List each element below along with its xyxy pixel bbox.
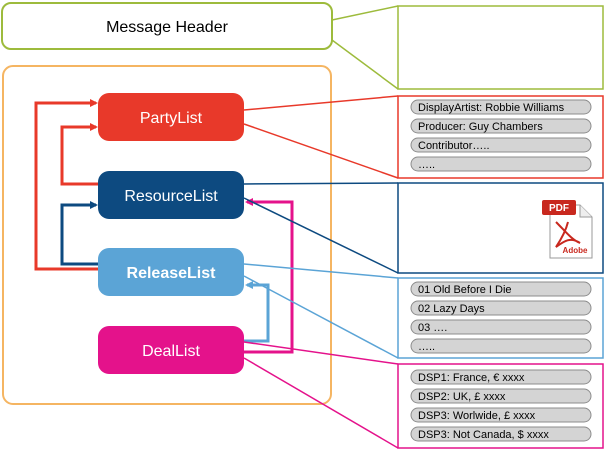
release-list-box (98, 248, 244, 296)
deal-list-label: DealList (142, 343, 200, 360)
deal-item-pill (410, 388, 592, 404)
deal-item: DSP2: UK, £ xxxx (418, 391, 506, 403)
release-item-pill (410, 338, 592, 354)
release-connector (243, 263, 399, 279)
deal-to-resource-arrow (243, 198, 294, 354)
release-item: 01 Old Before I Die (418, 284, 512, 296)
deal-item-pill (410, 426, 592, 442)
party-connector (243, 95, 399, 111)
deal-to-release-arrow (243, 281, 270, 343)
party-list-label: PartyList (140, 110, 203, 127)
party-connector-2 (243, 123, 399, 179)
party-item-pill (410, 99, 592, 115)
resource-to-party-arrow (60, 123, 98, 186)
release-item: ….. (418, 341, 435, 353)
release-list-label: ReleaseList (127, 265, 217, 282)
deal-item: DSP3: Worlwide, £ xxxx (418, 410, 536, 422)
party-item-pill (410, 137, 592, 153)
resource-connector-2 (243, 197, 399, 274)
deal-items-group: DSP1: France, € xxxx DSP2: UK, £ xxxx DS… (410, 369, 592, 442)
deal-item: DSP1: France, € xxxx (418, 372, 525, 384)
release-item: 03 …. (418, 322, 447, 334)
party-item: Producer: Guy Chambers (418, 121, 543, 133)
party-list-box (98, 93, 244, 141)
release-items-group: 01 Old Before I Die 02 Lazy Days 03 …. …… (410, 281, 592, 354)
deal-connector (243, 341, 399, 365)
message-header-box (1, 2, 333, 50)
release-to-resource-arrow (60, 201, 98, 266)
party-item: ….. (418, 159, 435, 171)
pdf-document-icon: PDF Adobe (542, 200, 593, 259)
release-to-party-arrow (34, 99, 98, 271)
header-connector (331, 5, 399, 21)
release-item-pill (410, 300, 592, 316)
header-connector-2 (331, 39, 399, 90)
release-item: 02 Lazy Days (418, 303, 485, 315)
party-item-pill (410, 156, 592, 172)
message-body-container (2, 65, 332, 405)
release-connector-2 (243, 275, 399, 359)
resource-list-box (98, 171, 244, 219)
deal-item: DSP3: Not Canada, $ xxxx (418, 429, 549, 441)
party-items-group: DisplayArtist: Robbie Williams Producer:… (410, 99, 592, 172)
resource-list-label: ResourceList (124, 188, 218, 205)
party-item: DisplayArtist: Robbie Williams (418, 102, 565, 114)
deal-item-pill (410, 369, 592, 385)
party-item: Contributor….. (418, 140, 490, 152)
party-item-pill (410, 118, 592, 134)
pdf-icon-label: PDF (549, 203, 569, 214)
release-item-pill (410, 319, 592, 335)
deal-connector-2 (243, 357, 399, 449)
message-header-label: Message Header (106, 19, 229, 36)
release-item-pill (410, 281, 592, 297)
pdf-icon-brand: Adobe (563, 246, 588, 255)
resource-connector (243, 182, 399, 185)
deal-list-box (98, 326, 244, 374)
header-detail-box (397, 5, 604, 90)
deal-item-pill (410, 407, 592, 423)
